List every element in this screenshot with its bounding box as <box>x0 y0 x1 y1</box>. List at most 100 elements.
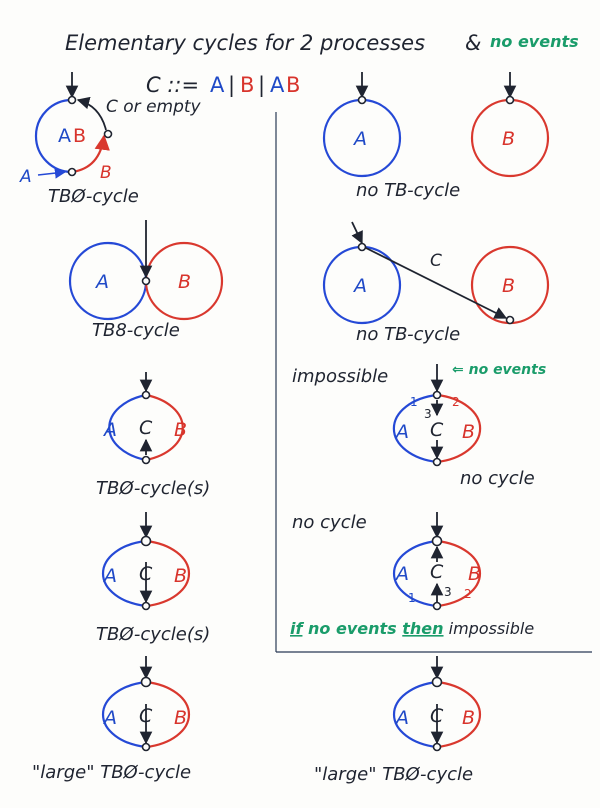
node-bottom <box>432 457 442 467</box>
label-c: C <box>430 561 444 583</box>
node-top <box>140 676 152 688</box>
ring-a <box>392 393 438 464</box>
caption-p2: TB8-cycle <box>92 320 180 341</box>
label-b: B <box>502 128 515 150</box>
number-1: 1 <box>408 591 416 605</box>
grammar-a: A <box>210 73 225 97</box>
heading-no-cycle: no cycle <box>292 512 367 533</box>
node-top <box>432 390 442 400</box>
label-b: B <box>462 421 475 443</box>
entry-arrow <box>351 221 363 245</box>
panel-tb0-cycles-2: A C B TBØ-cycle(s) <box>96 512 210 645</box>
grammar-prefix: C ::= <box>146 73 206 97</box>
ring-b <box>145 680 191 749</box>
ring-b <box>436 539 482 608</box>
node-top <box>140 535 152 547</box>
panel-impossible: impossible ⇐ no events 1 2 3 A C B no cy… <box>292 362 546 489</box>
grammar-ab-b: B <box>286 73 300 97</box>
label-b: B <box>174 707 187 729</box>
label-a: A <box>394 563 409 585</box>
ring-b <box>145 539 191 608</box>
label-b: B <box>174 419 187 441</box>
panel-no-cycle: no cycle A C B 1 2 3 if no events then i… <box>290 512 534 638</box>
node-top <box>67 95 77 105</box>
label-c: C <box>430 251 442 271</box>
label-c: C <box>139 563 153 585</box>
label-c: C <box>430 419 444 441</box>
grammar-b: B <box>240 73 254 97</box>
caption-no-events: no events <box>302 619 402 638</box>
label-a: A <box>102 565 117 587</box>
label-a: A <box>394 707 409 729</box>
grammar-definition: C ::= A | B | A B <box>146 73 300 98</box>
caption-p10: "large" TBØ-cycle <box>314 764 473 785</box>
panel-tb0-cycles-1: A C B TBØ-cycle(s) <box>96 372 210 499</box>
label-c: C <box>430 705 444 727</box>
panel-no-tb-cycle-2: A C B no TB-cycle <box>322 221 550 345</box>
node-a <box>357 95 367 105</box>
label-ab-b: B <box>73 125 86 147</box>
side-label-a: A <box>19 167 32 187</box>
right-column-frame <box>275 112 592 653</box>
caption-p8: no cycle <box>460 468 535 489</box>
node-b <box>505 315 515 325</box>
caption-p1: TBØ-cycle <box>48 186 139 207</box>
title-ampersand: & <box>465 31 481 55</box>
number-3: 3 <box>444 585 452 599</box>
label-b: B <box>174 565 187 587</box>
label-a: A <box>352 275 367 297</box>
annotation-c-or-empty: C or empty <box>106 97 202 117</box>
panel-tb8-cycle: A B TB8-cycle <box>68 220 224 341</box>
node-top <box>141 390 151 400</box>
caption-p9: if no events then impossible <box>290 619 534 638</box>
node-bottom <box>67 167 77 177</box>
panel-no-tb-cycle-1: A B no TB-cycle <box>322 72 550 201</box>
ring-b <box>145 393 184 462</box>
caption-p7: no TB-cycle <box>356 324 460 345</box>
label-c: C <box>139 705 153 727</box>
node-b <box>505 95 515 105</box>
c-arrow <box>363 246 508 319</box>
grammar-sep2: | <box>258 73 265 98</box>
side-label-b: B <box>100 163 112 183</box>
node-bottom <box>432 601 442 611</box>
label-b: B <box>468 563 481 585</box>
panel-large-tb0-left: A C B "large" TBØ-cycle <box>32 656 191 783</box>
node-top <box>431 676 443 688</box>
label-b: B <box>178 271 191 293</box>
ring-b <box>436 393 482 464</box>
number-2: 2 <box>464 587 472 601</box>
ring-a <box>101 680 147 749</box>
title-main: Elementary cycles for 2 processes <box>65 31 425 55</box>
label-b: B <box>462 707 475 729</box>
number-2: 2 <box>452 395 460 409</box>
title: Elementary cycles for 2 processes & no e… <box>65 31 579 55</box>
ring-a <box>392 680 438 749</box>
label-b: B <box>502 275 515 297</box>
caption-p4: TBØ-cycle(s) <box>96 624 210 645</box>
caption-p6: no TB-cycle <box>356 180 460 201</box>
node-center <box>141 276 151 286</box>
caption-impossible: impossible <box>444 619 535 638</box>
grammar-sep1: | <box>228 73 235 98</box>
pointer-a <box>37 167 67 179</box>
arc-c-or-empty <box>76 96 107 131</box>
ring-a <box>108 393 147 462</box>
node-bottom <box>141 742 151 752</box>
caption-if: if <box>290 619 304 638</box>
node-bottom <box>432 742 442 752</box>
label-a: A <box>94 271 109 293</box>
caption-p5: "large" TBØ-cycle <box>32 762 191 783</box>
ring-b <box>436 680 482 749</box>
caption-p3: TBØ-cycle(s) <box>96 478 210 499</box>
node-bottom <box>141 601 151 611</box>
label-a: A <box>102 707 117 729</box>
ring-a <box>101 539 147 608</box>
title-suffix: no events <box>490 32 579 51</box>
panel-large-tb0-right: A C B "large" TBØ-cycle <box>314 656 482 785</box>
heading-impossible: impossible <box>292 366 388 387</box>
ring-b-arc <box>71 134 110 174</box>
caption-then: then <box>402 619 443 638</box>
label-a: A <box>102 419 117 441</box>
